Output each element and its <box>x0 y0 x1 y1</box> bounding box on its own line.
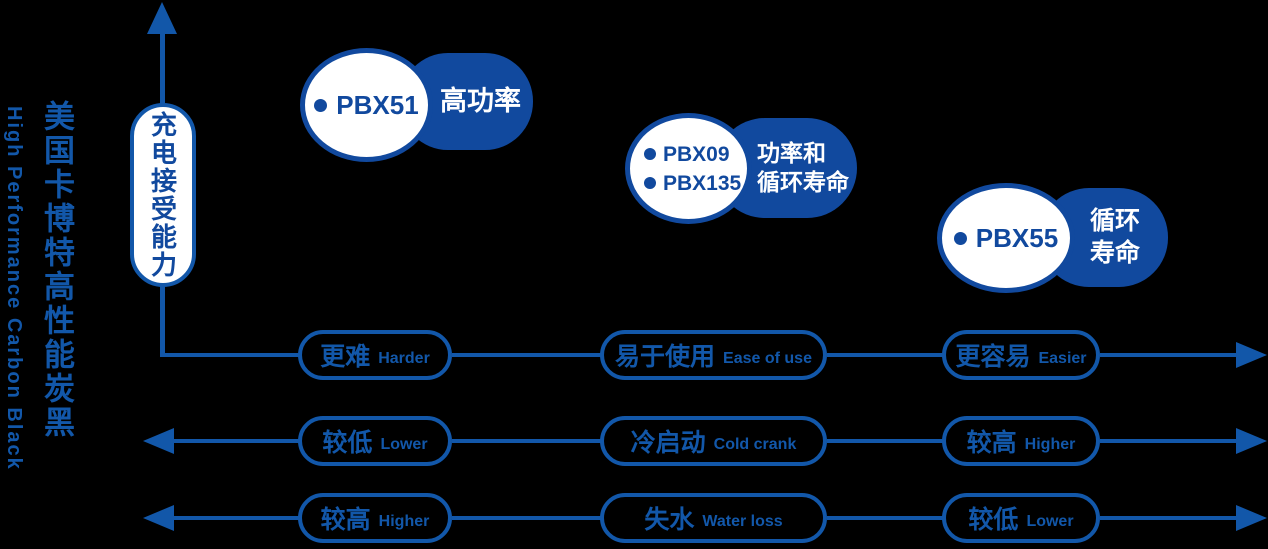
axis-line-segment <box>172 439 300 443</box>
axis-pill-cold-crank: 冷启动 Cold crank <box>600 416 827 466</box>
label-cn: 更容易 <box>955 343 1031 371</box>
label-cn: 冷启动 <box>630 429 706 457</box>
axis-pill-ease-of-use: 易于使用 Ease of use <box>600 330 827 380</box>
axis-line-segment <box>1100 439 1238 443</box>
product-tag-label: 循环 <box>1090 207 1141 236</box>
axis-line-segment <box>1100 516 1238 520</box>
label-en: Ease of use <box>723 349 812 367</box>
label-en: Cold crank <box>713 435 797 453</box>
axis-line-segment <box>172 516 300 520</box>
arrow-right-icon <box>1236 505 1267 531</box>
arrow-right-icon <box>1236 428 1267 454</box>
axis-pill-harder: 更难 Harder <box>298 330 452 380</box>
axis-pill-water-loss: 失水 Water loss <box>600 493 827 543</box>
label-en: Water loss <box>702 512 783 530</box>
label-cn: 较低 <box>322 429 373 457</box>
product-bubble-pbx51: PBX51 <box>300 48 433 162</box>
axis-line-segment <box>827 516 944 520</box>
label-en: Harder <box>378 349 430 367</box>
product-name-row: PBX09 <box>644 140 730 169</box>
product-name: PBX51 <box>336 89 419 120</box>
brand-title-chinese: 美国卡博特高性能炭黑 <box>39 100 74 440</box>
product-name: PBX135 <box>663 171 742 195</box>
arrow-left-icon <box>143 505 174 531</box>
axis-line-segment <box>160 353 300 357</box>
label-cn: 易于使用 <box>615 343 716 371</box>
label-en: Lower <box>380 435 428 453</box>
axis-line-segment <box>827 353 944 357</box>
axis-pill-easier: 更容易 Easier <box>942 330 1100 380</box>
bullet-icon <box>644 148 656 160</box>
label-en: Higher <box>1024 435 1076 453</box>
product-name-row: PBX135 <box>644 169 741 198</box>
bullet-icon <box>314 98 328 112</box>
product-bubble-pbx55: PBX55 <box>937 183 1075 293</box>
y-axis-label-pill: 充电接受能力 <box>130 103 196 287</box>
label-en: Lower <box>1026 512 1074 530</box>
product-tag-label: 循环寿命 <box>757 169 849 195</box>
product-tag-label: 功率和 <box>757 140 826 167</box>
product-name: PBX55 <box>975 222 1059 253</box>
axis-line-segment <box>452 439 602 443</box>
product-bubble-pbx09-135: PBX09 PBX135 <box>625 113 752 224</box>
axis-line-segment <box>827 439 944 443</box>
axis-pill-lower-waterloss: 较低 Lower <box>942 493 1100 543</box>
brand-title-english: High Performance Carbon Black <box>3 106 25 471</box>
axis-line-segment <box>452 353 602 357</box>
product-name-row: PBX55 <box>953 222 1059 254</box>
y-axis-label: 充电接受能力 <box>147 111 178 279</box>
label-cn: 更难 <box>320 343 371 371</box>
label-en: Higher <box>378 512 430 530</box>
product-tag-label: 高功率 <box>440 85 521 116</box>
label-en: Easier <box>1038 349 1087 367</box>
axis-pill-lower: 较低 Lower <box>298 416 452 466</box>
label-cn: 较低 <box>968 506 1019 534</box>
label-cn: 失水 <box>644 506 695 534</box>
product-name-row: PBX51 <box>314 89 419 121</box>
axis-pill-higher: 较高 Higher <box>942 416 1100 466</box>
axis-line-segment <box>1100 353 1238 357</box>
product-tag-label: 寿命 <box>1090 238 1141 267</box>
label-cn: 较高 <box>966 429 1017 457</box>
arrow-right-icon <box>1236 342 1267 368</box>
bullet-icon <box>953 231 967 245</box>
axis-pill-higher-waterloss: 较高 Higher <box>298 493 452 543</box>
axis-line-segment <box>452 516 602 520</box>
label-cn: 较高 <box>320 506 371 534</box>
product-name: PBX09 <box>663 142 730 166</box>
arrow-left-icon <box>143 428 174 454</box>
bullet-icon <box>644 177 656 189</box>
